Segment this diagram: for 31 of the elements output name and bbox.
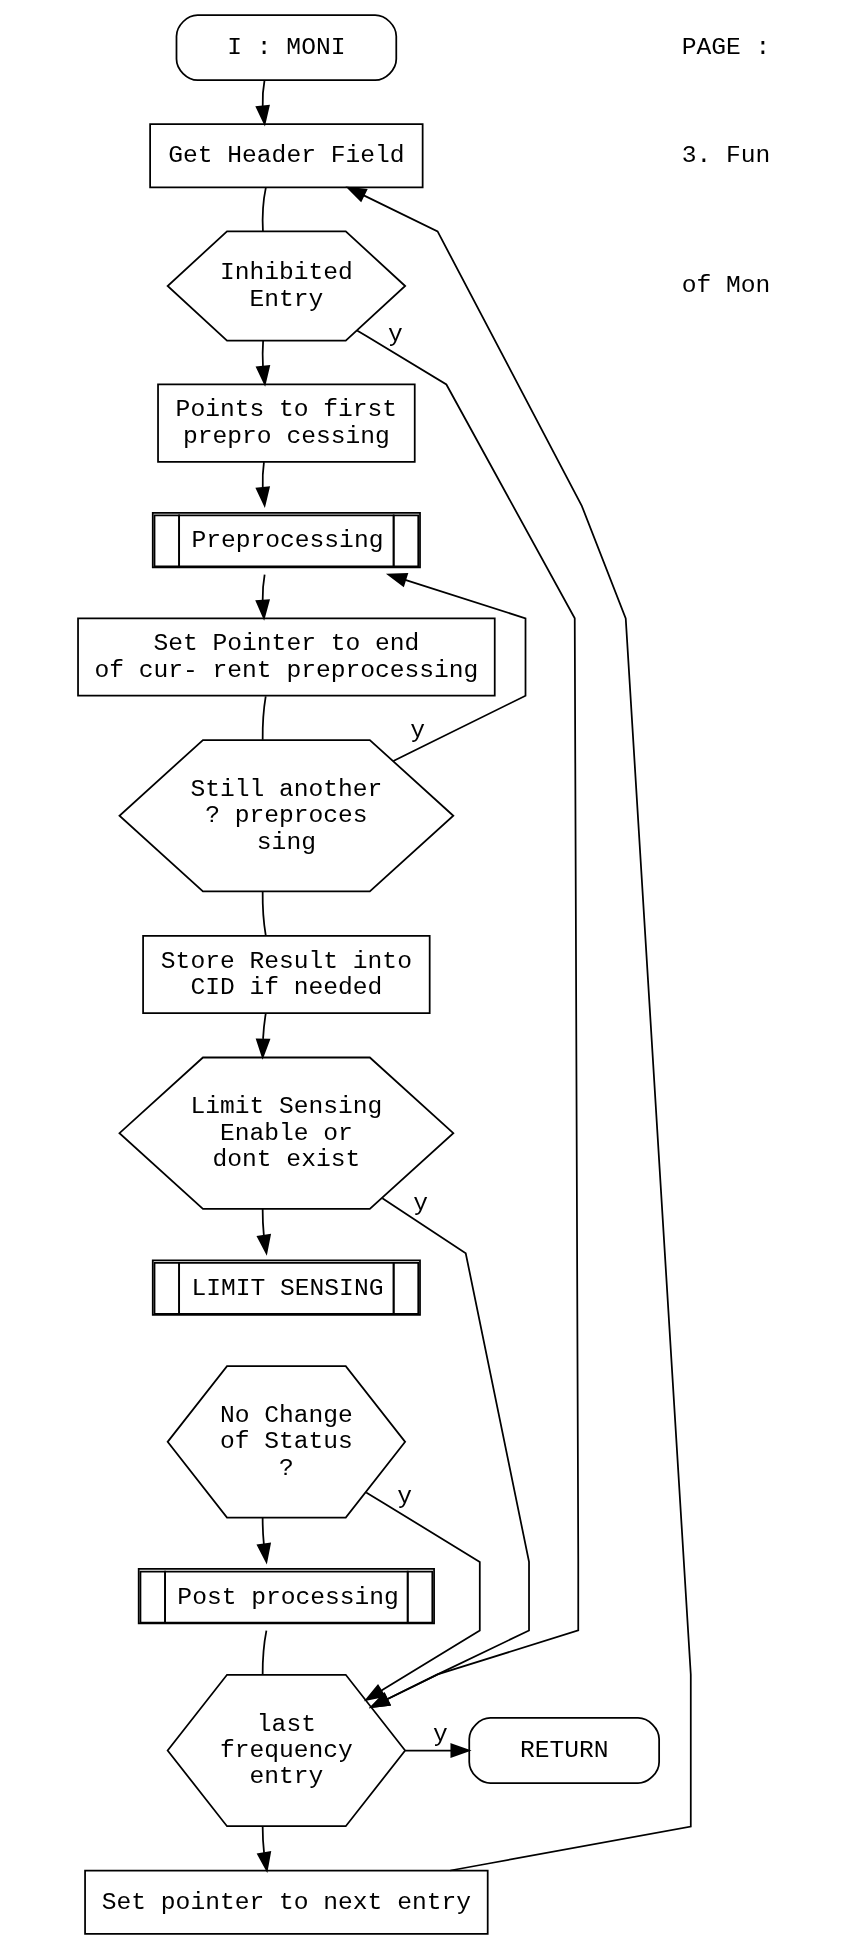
arrow xyxy=(255,79,270,127)
node-box: RETURN xyxy=(468,1717,660,1784)
arrow xyxy=(255,461,271,508)
edge-label: y xyxy=(432,1720,448,1748)
arrow xyxy=(385,573,527,762)
node-box: Set Pointer to end of cur- rent preprocessing xyxy=(77,617,496,697)
arrow xyxy=(255,339,271,387)
node-box: I : MONI xyxy=(175,14,398,82)
arrow xyxy=(368,1197,530,1709)
connector xyxy=(261,1629,268,1676)
arrow xyxy=(256,1825,272,1874)
node-box: Store Result into CID if needed xyxy=(142,934,431,1014)
arrow xyxy=(256,1208,272,1256)
label: PAGE : xyxy=(681,34,771,62)
label: 3. Fun xyxy=(681,142,771,170)
node-box: Get Header Field xyxy=(149,123,424,189)
arrow xyxy=(256,1516,272,1565)
edge-label: y xyxy=(388,321,403,349)
arrow xyxy=(363,1491,481,1702)
arrow xyxy=(404,1743,472,1758)
arrow xyxy=(255,1012,271,1060)
node-box: Points to first prepro cessing xyxy=(157,383,416,463)
connector xyxy=(261,186,267,232)
label: of Mon xyxy=(681,272,771,300)
arrow xyxy=(345,186,692,1872)
connector xyxy=(261,695,267,741)
edge-label: y xyxy=(413,1190,429,1218)
connector xyxy=(261,890,267,937)
arrow xyxy=(255,573,270,621)
node-box: Set pointer to next entry xyxy=(84,1869,489,1935)
arrow xyxy=(356,329,580,1709)
